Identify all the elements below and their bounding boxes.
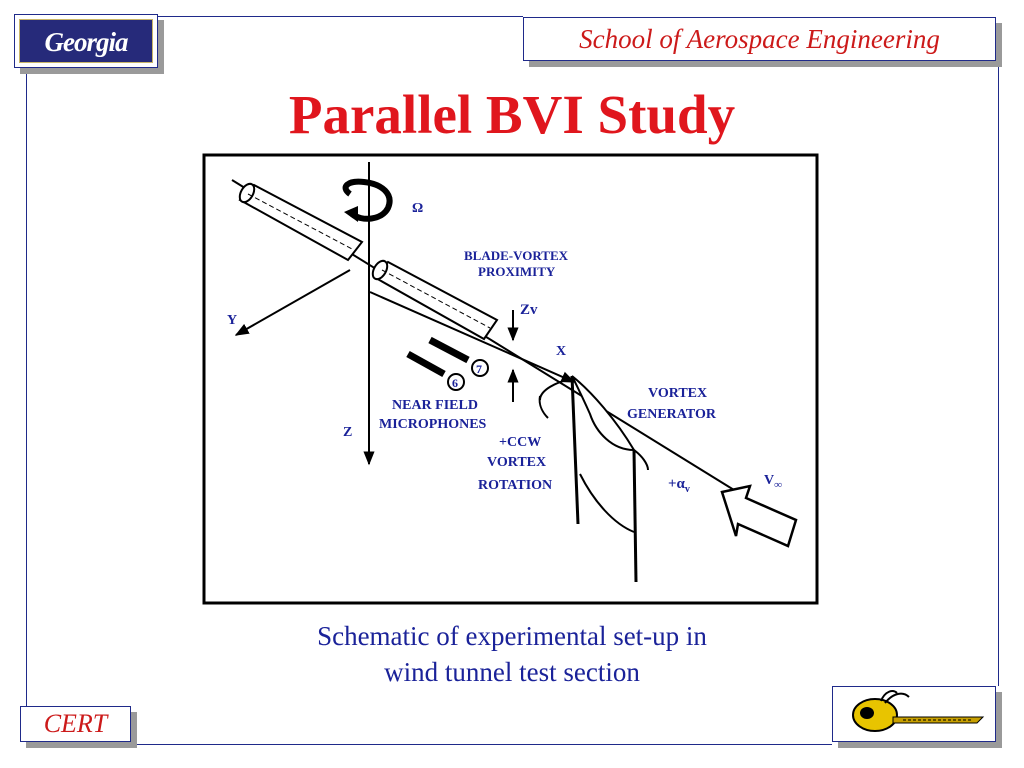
vortex-generator-label-2: GENERATOR [627,407,717,422]
microphone-6-icon [406,350,446,378]
page-title: Parallel BVI Study [288,84,736,145]
x-axis-label: X [556,344,566,359]
y-axis-label: Y [227,313,237,328]
yellow-jacket-logo [832,686,996,742]
near-field-label-2: MICROPHONES [379,417,487,432]
mic-7-label: 7 [476,362,482,376]
cert-label: CERT [20,706,131,742]
ccw-label-1: +CCW [499,435,541,450]
blade-vortex-label-1: BLADE-VORTEX [464,248,569,263]
near-field-label-1: NEAR FIELD [392,398,478,413]
logo-text: Georgia Tech [19,19,153,101]
alpha-v-label: +αv [668,476,690,495]
alpha-angle-arc [633,449,649,471]
blade-vortex-label-2: PROXIMITY [478,264,556,279]
rotor-blade-1 [238,182,364,262]
caption-line-1: Schematic of experimental set-up in [317,621,707,651]
yellow-jacket-icon [852,690,985,732]
ccw-label-2: VORTEX [487,455,546,470]
z-axis-label: Z [343,425,352,440]
rotation-arrow-icon [342,178,393,222]
rotor-blade-2 [371,259,499,341]
vortex-path-line [369,291,576,383]
vortex-generator-label-1: VORTEX [648,386,707,401]
omega-label: Ω [412,201,423,216]
frame-right-line [998,60,999,686]
caption-line-2: wind tunnel test section [384,657,640,687]
vortex-generator-wing [538,375,638,583]
zv-label: Zv [520,302,538,318]
frame-bottom-line [135,744,832,745]
frame-top-line [156,16,523,17]
bvi-schematic: Ω BLADE-VORTEX PROXIMITY Zv Y X Z 7 6 NE… [202,153,819,605]
diagram-caption: Schematic of experimental set-up in wind… [230,618,794,690]
v-inf-label: V∞ [764,473,782,491]
school-name: School of Aerospace Engineering [523,17,996,61]
mic-6-label: 6 [452,376,458,390]
ccw-label-3: ROTATION [478,478,552,493]
microphone-7-icon [428,336,470,364]
georgia-tech-logo: Georgia Tech [14,14,158,101]
frame-left-line [26,66,27,706]
freestream-arrow-icon [720,484,798,548]
y-axis-line [234,269,351,336]
